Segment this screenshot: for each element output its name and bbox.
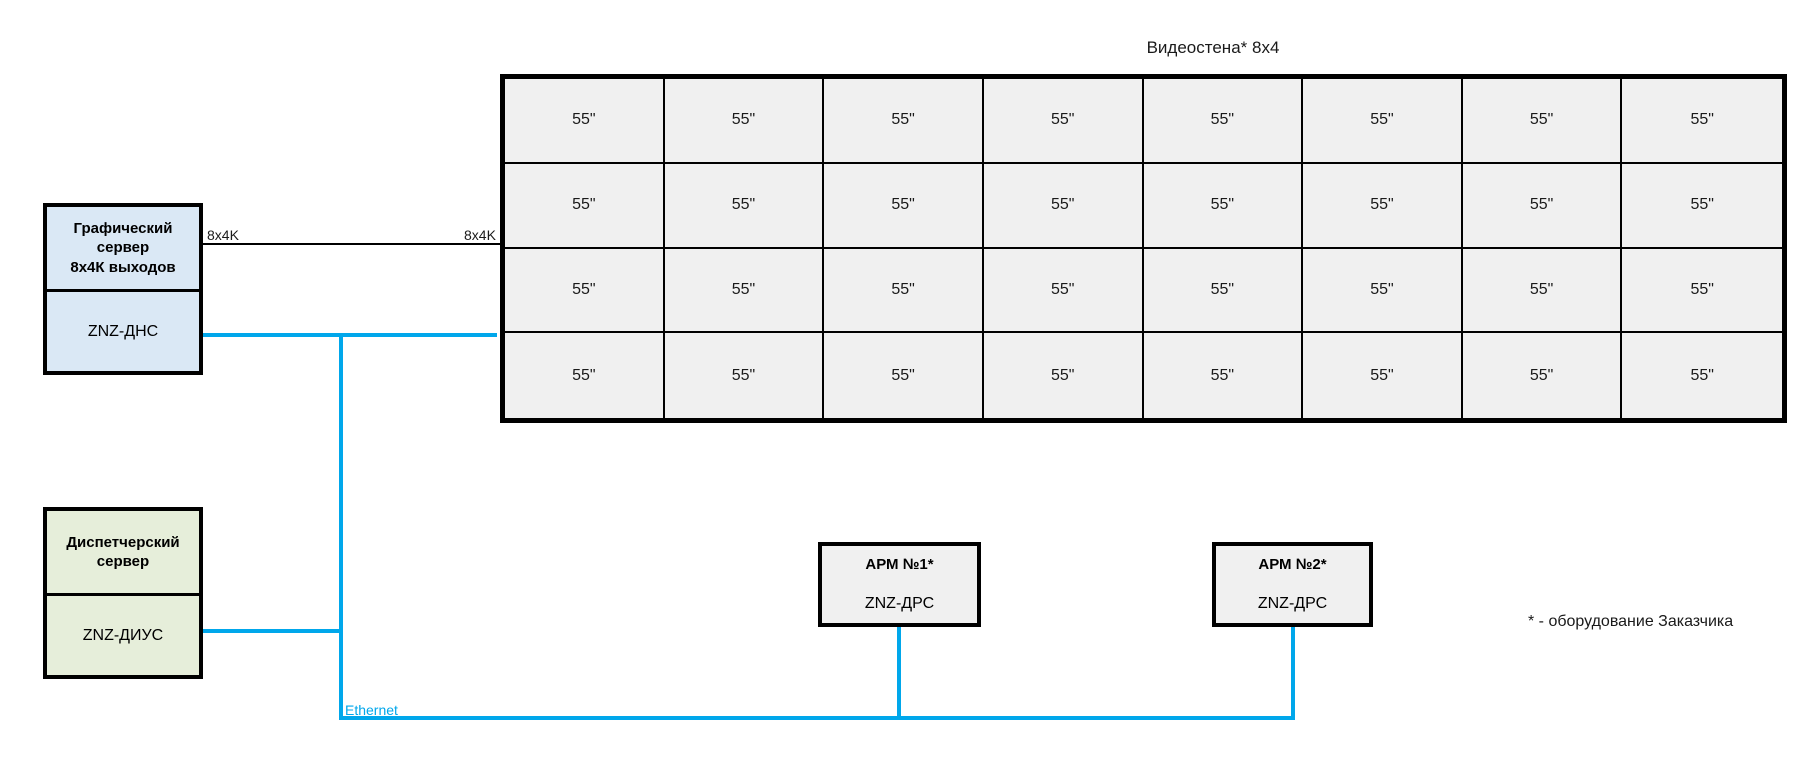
videowall-panel: 55" — [1622, 248, 1782, 334]
videowall-panel: 55" — [1462, 163, 1623, 249]
ethernet-bus-horizontal — [339, 716, 1295, 720]
videowall-panel: 55" — [664, 248, 825, 334]
videowall-panel: 55" — [824, 163, 984, 249]
videowall-panel: 55" — [983, 163, 1144, 249]
videowall-panel: 55" — [1622, 79, 1782, 164]
graphics-server-title: Графический сервер 8x4К выходов — [47, 207, 199, 292]
graphics-server-model: ZNZ-ДНС — [47, 292, 199, 371]
dispatcher-server-box[interactable]: Диспетчерский сервер ZNZ-ДИУС — [43, 507, 203, 679]
videowall-panel: 55" — [1143, 79, 1304, 164]
videowall-panel: 55" — [983, 333, 1144, 418]
videowall-panel: 55" — [1462, 333, 1623, 418]
videowall-panel: 55" — [505, 333, 665, 418]
dispatcher-server-title: Диспетчерский сервер — [47, 511, 199, 596]
dispatcher-server-title-line-1: Диспетчерский — [66, 533, 180, 551]
ethernet-link-dispatcher-server — [203, 629, 343, 633]
ethernet-bus-vertical — [339, 333, 343, 720]
videowall-panel: 55" — [1462, 79, 1623, 164]
workstation-arm-1-title: АРМ №1* — [865, 556, 934, 573]
graphics-server-title-line-1: Графический — [73, 220, 173, 238]
workstation-arm-1-model: ZNZ-ДРС — [864, 595, 935, 612]
video-link-label-right: 8x4K — [464, 227, 496, 243]
ethernet-link-arm-1 — [897, 627, 901, 720]
workstation-arm-2[interactable]: АРМ №2* ZNZ-ДРС — [1212, 542, 1373, 627]
videowall-title: Видеостена* 8x4 — [1146, 38, 1280, 57]
videowall-panel: 55" — [824, 333, 984, 418]
dispatcher-server-model: ZNZ-ДИУС — [47, 596, 199, 675]
videowall-panel: 55" — [1303, 79, 1463, 164]
graphics-server-title-line-2: сервер — [96, 239, 150, 257]
videowall-panel: 55" — [505, 163, 665, 249]
videowall-panel: 55" — [983, 248, 1144, 334]
graphics-server-box[interactable]: Графический сервер 8x4К выходов ZNZ-ДНС — [43, 203, 203, 375]
videowall-panel: 55" — [1622, 333, 1782, 418]
videowall-panel: 55" — [1622, 163, 1782, 249]
ethernet-link-graphics-server — [203, 333, 497, 337]
videowall-panel: 55" — [664, 333, 825, 418]
videowall-panel: 55" — [1143, 333, 1304, 418]
videowall-panel: 55" — [1303, 333, 1463, 418]
videowall-panel: 55" — [1303, 248, 1463, 334]
videowall-panel: 55" — [505, 79, 665, 164]
ethernet-label: Ethernet — [345, 702, 398, 718]
graphics-server-title-line-3: 8x4К выходов — [70, 258, 176, 276]
workstation-arm-2-title: АРМ №2* — [1258, 556, 1327, 573]
videowall-panel: 55" — [824, 79, 984, 164]
video-link-label-left: 8x4K — [207, 227, 239, 243]
ethernet-link-arm-2 — [1291, 627, 1295, 720]
videowall-panel: 55" — [1143, 248, 1304, 334]
videowall-panel: 55" — [505, 248, 665, 334]
video-link-8x4k — [203, 243, 500, 245]
videowall-grid: 55" 55" 55" 55" 55" 55" 55" 55" 55" 55" … — [500, 74, 1787, 423]
videowall-panel: 55" — [1303, 163, 1463, 249]
videowall-panel: 55" — [824, 248, 984, 334]
dispatcher-server-title-line-2: сервер — [96, 553, 150, 570]
workstation-arm-1[interactable]: АРМ №1* ZNZ-ДРС — [818, 542, 981, 627]
workstation-arm-2-model: ZNZ-ДРС — [1257, 595, 1328, 612]
videowall-panel: 55" — [664, 79, 825, 164]
videowall-panel: 55" — [983, 79, 1144, 164]
videowall-panel: 55" — [1143, 163, 1304, 249]
footnote-customer-equipment: * - оборудование Заказчика — [1528, 613, 1734, 630]
videowall-panel: 55" — [1462, 248, 1623, 334]
videowall-panel: 55" — [664, 163, 825, 249]
